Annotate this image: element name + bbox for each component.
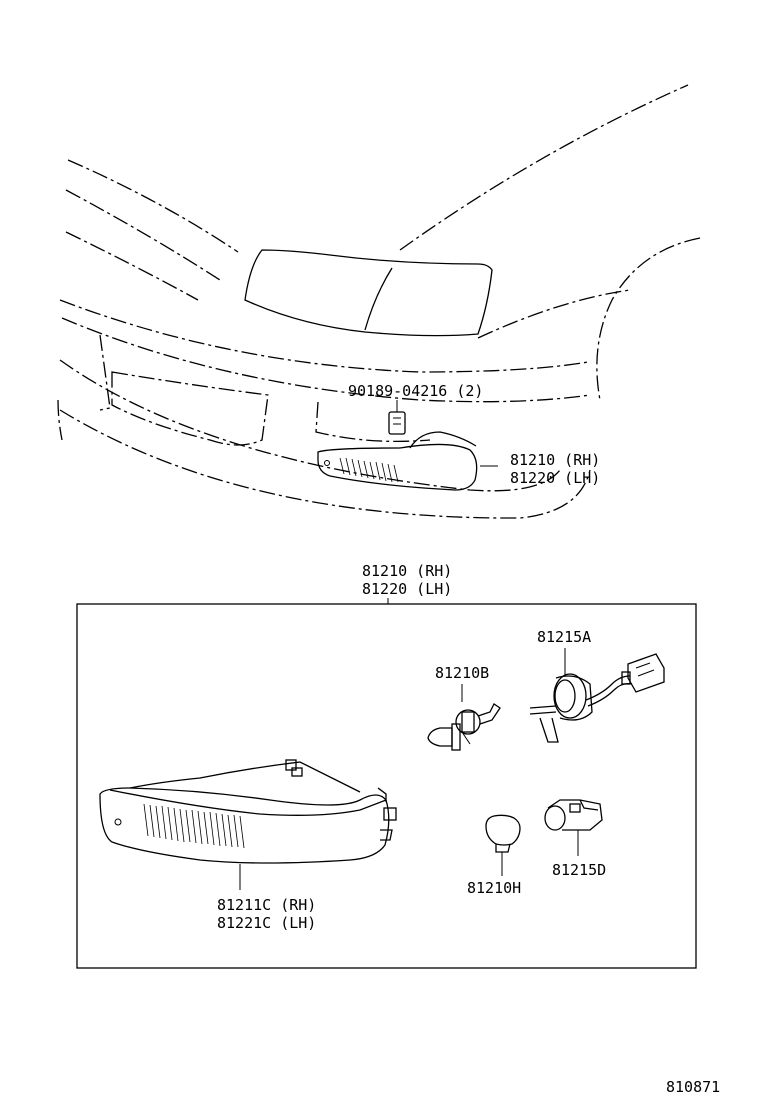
socket-a-callout: 81215A [537,628,591,646]
assembly-callout-rh: 81210 (RH) [510,451,600,469]
grille-opening [99,334,269,446]
bulb-wedge-callout: 81210H [467,879,521,897]
hood-line-3 [65,231,199,301]
bumper-top [59,299,589,373]
front-edge [57,399,63,441]
hood-line-1 [67,159,239,253]
bumper-mid [61,317,591,403]
lens-part [99,759,397,890]
clip-callout: 90189-04216 (2) [348,382,483,400]
headlamp-outline [244,249,493,337]
socket-d-callout: 81215D [552,861,606,879]
fender-line [477,289,631,339]
vehicle-outline [57,84,701,519]
assembly-callout-lh: 81220 (LH) [510,469,600,487]
wedge-bulb-part [485,814,521,876]
figure-number: 810871 [666,1078,720,1096]
socket-d-part [544,799,603,856]
socket-a-part [529,648,665,743]
box-title-rh: 81210 (RH) [362,562,452,580]
box-title-lh: 81220 (LH) [362,580,452,598]
clip-part [388,400,406,435]
bumper-bottom [59,409,591,519]
bumper-lower [59,359,561,492]
lamp-recess [315,401,431,443]
installed-lamp [317,431,498,491]
bulb-halogen-callout: 81210B [435,664,489,682]
lens-callout-lh: 81221C (LH) [217,914,316,932]
lens-callout-rh: 81211C (RH) [217,896,316,914]
hood-edge [399,84,689,251]
wheel-arch [596,237,701,401]
hood-line-2 [65,189,221,281]
exploded-view-frame [76,603,697,969]
headlamp-divider [364,267,393,331]
halogen-bulb-part [427,684,501,751]
